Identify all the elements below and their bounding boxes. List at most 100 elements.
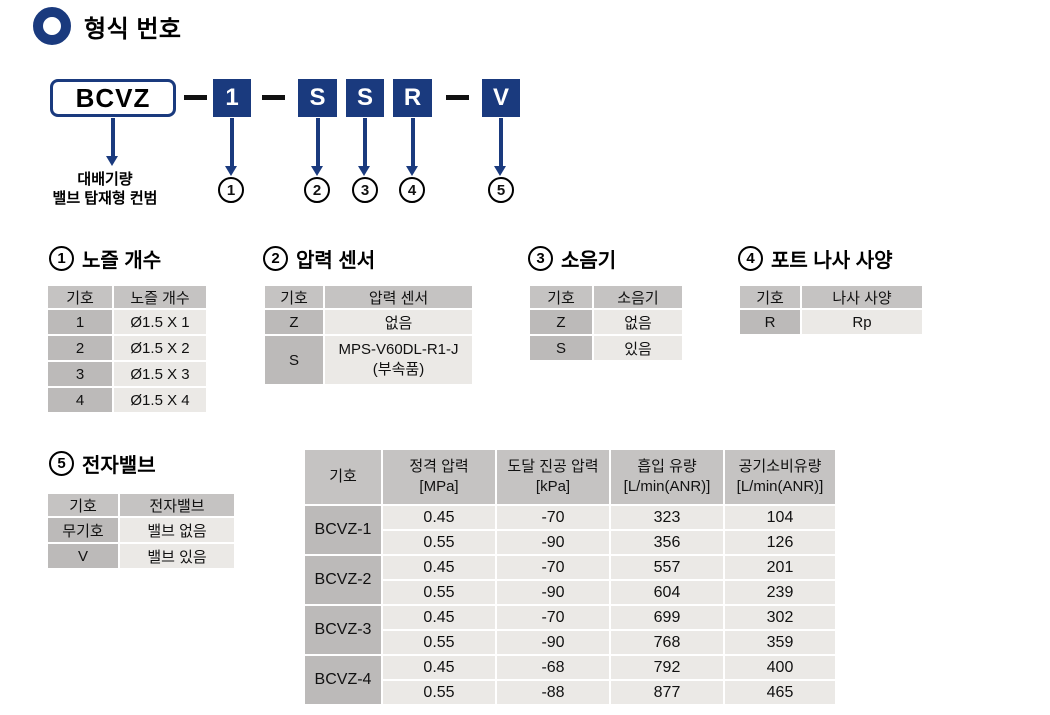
value-cell: 400 xyxy=(725,656,835,679)
column-header: 기호 xyxy=(305,450,381,504)
value-cell: 밸브 있음 xyxy=(120,544,234,568)
value-cell: 302 xyxy=(725,606,835,629)
value-cell: -70 xyxy=(497,506,609,529)
section-heading-silencer: 3 소음기 xyxy=(528,244,616,273)
code-segment-1: 1 xyxy=(213,79,251,117)
symbol-cell: Z xyxy=(530,310,592,334)
value-cell: 밸브 없음 xyxy=(120,518,234,542)
value-cell: 0.45 xyxy=(383,606,495,629)
symbol-cell: S xyxy=(265,336,323,384)
value-cell: 없음 xyxy=(325,310,472,334)
value-cell: 557 xyxy=(611,556,723,579)
symbol-cell: Z xyxy=(265,310,323,334)
section-title: 포트 나사 사양 xyxy=(771,250,893,272)
page-header: 형식 번호 xyxy=(33,7,182,45)
section-heading-solenoid-valve: 5 전자밸브 xyxy=(49,449,156,478)
section-title: 압력 센서 xyxy=(296,250,376,272)
column-header: 기호 xyxy=(265,286,323,308)
value-cell: 0.55 xyxy=(383,631,495,654)
section-title: 전자밸브 xyxy=(82,455,156,477)
value-cell: 0.45 xyxy=(383,656,495,679)
value-cell: Rp xyxy=(802,310,922,334)
callout-number-1: 1 xyxy=(218,177,244,203)
column-header: 나사 사양 xyxy=(802,286,922,308)
section-heading-port-thread: 4 포트 나사 사양 xyxy=(738,244,893,273)
page-title: 형식 번호 xyxy=(84,15,182,43)
section-number-icon: 3 xyxy=(528,246,553,271)
code-segment-4: R xyxy=(393,79,432,117)
symbol-cell: 2 xyxy=(48,336,112,360)
section-heading-nozzle-count: 1 노즐 개수 xyxy=(49,244,161,273)
value-cell: 있음 xyxy=(594,336,682,360)
column-header: 전자밸브 xyxy=(120,494,234,516)
value-cell: 359 xyxy=(725,631,835,654)
symbol-cell: 1 xyxy=(48,310,112,334)
value-cell: -68 xyxy=(497,656,609,679)
value-cell: Ø1.5 X 1 xyxy=(114,310,206,334)
symbol-cell: R xyxy=(740,310,800,334)
value-cell: Ø1.5 X 4 xyxy=(114,388,206,412)
prefix-description-line2: 밸브 탑재형 컨범 xyxy=(52,189,158,207)
code-segment-5: V xyxy=(482,79,520,117)
value-cell: Ø1.5 X 3 xyxy=(114,362,206,386)
prefix-description-line1: 대배기량 xyxy=(77,171,133,188)
symbol-cell: V xyxy=(48,544,118,568)
callout-number-5: 5 xyxy=(488,177,514,203)
value-cell: 877 xyxy=(611,681,723,704)
value-cell: 699 xyxy=(611,606,723,629)
section-title: 소음기 xyxy=(561,250,617,272)
symbol-cell: 4 xyxy=(48,388,112,412)
value-cell: 604 xyxy=(611,581,723,604)
section-number-icon: 5 xyxy=(49,451,74,476)
callout-number-4: 4 xyxy=(399,177,425,203)
column-header: 흡입 유량 [L/min(ANR)] xyxy=(611,450,723,504)
value-cell: 126 xyxy=(725,531,835,554)
down-arrow-icon xyxy=(406,118,419,176)
value-cell: 없음 xyxy=(594,310,682,334)
model-cell: BCVZ-1 xyxy=(305,506,381,554)
code-separator-dash xyxy=(262,95,285,100)
column-header: 기호 xyxy=(48,494,118,516)
section-number-icon: 4 xyxy=(738,246,763,271)
value-cell: -88 xyxy=(497,681,609,704)
value-cell: 239 xyxy=(725,581,835,604)
column-header: 공기소비유량 [L/min(ANR)] xyxy=(725,450,835,504)
down-arrow-icon xyxy=(225,118,238,176)
callout-number-2: 2 xyxy=(304,177,330,203)
section-number-icon: 2 xyxy=(263,246,288,271)
down-arrow-icon xyxy=(106,118,119,166)
column-header: 도달 진공 압력 [kPa] xyxy=(497,450,609,504)
down-arrow-icon xyxy=(311,118,324,176)
model-prefix-description: 대배기량 밸브 탑재형 컨범 xyxy=(25,171,185,209)
value-cell: 0.55 xyxy=(383,581,495,604)
value-cell: 356 xyxy=(611,531,723,554)
symbol-cell: 3 xyxy=(48,362,112,386)
column-header: 기호 xyxy=(48,286,112,308)
